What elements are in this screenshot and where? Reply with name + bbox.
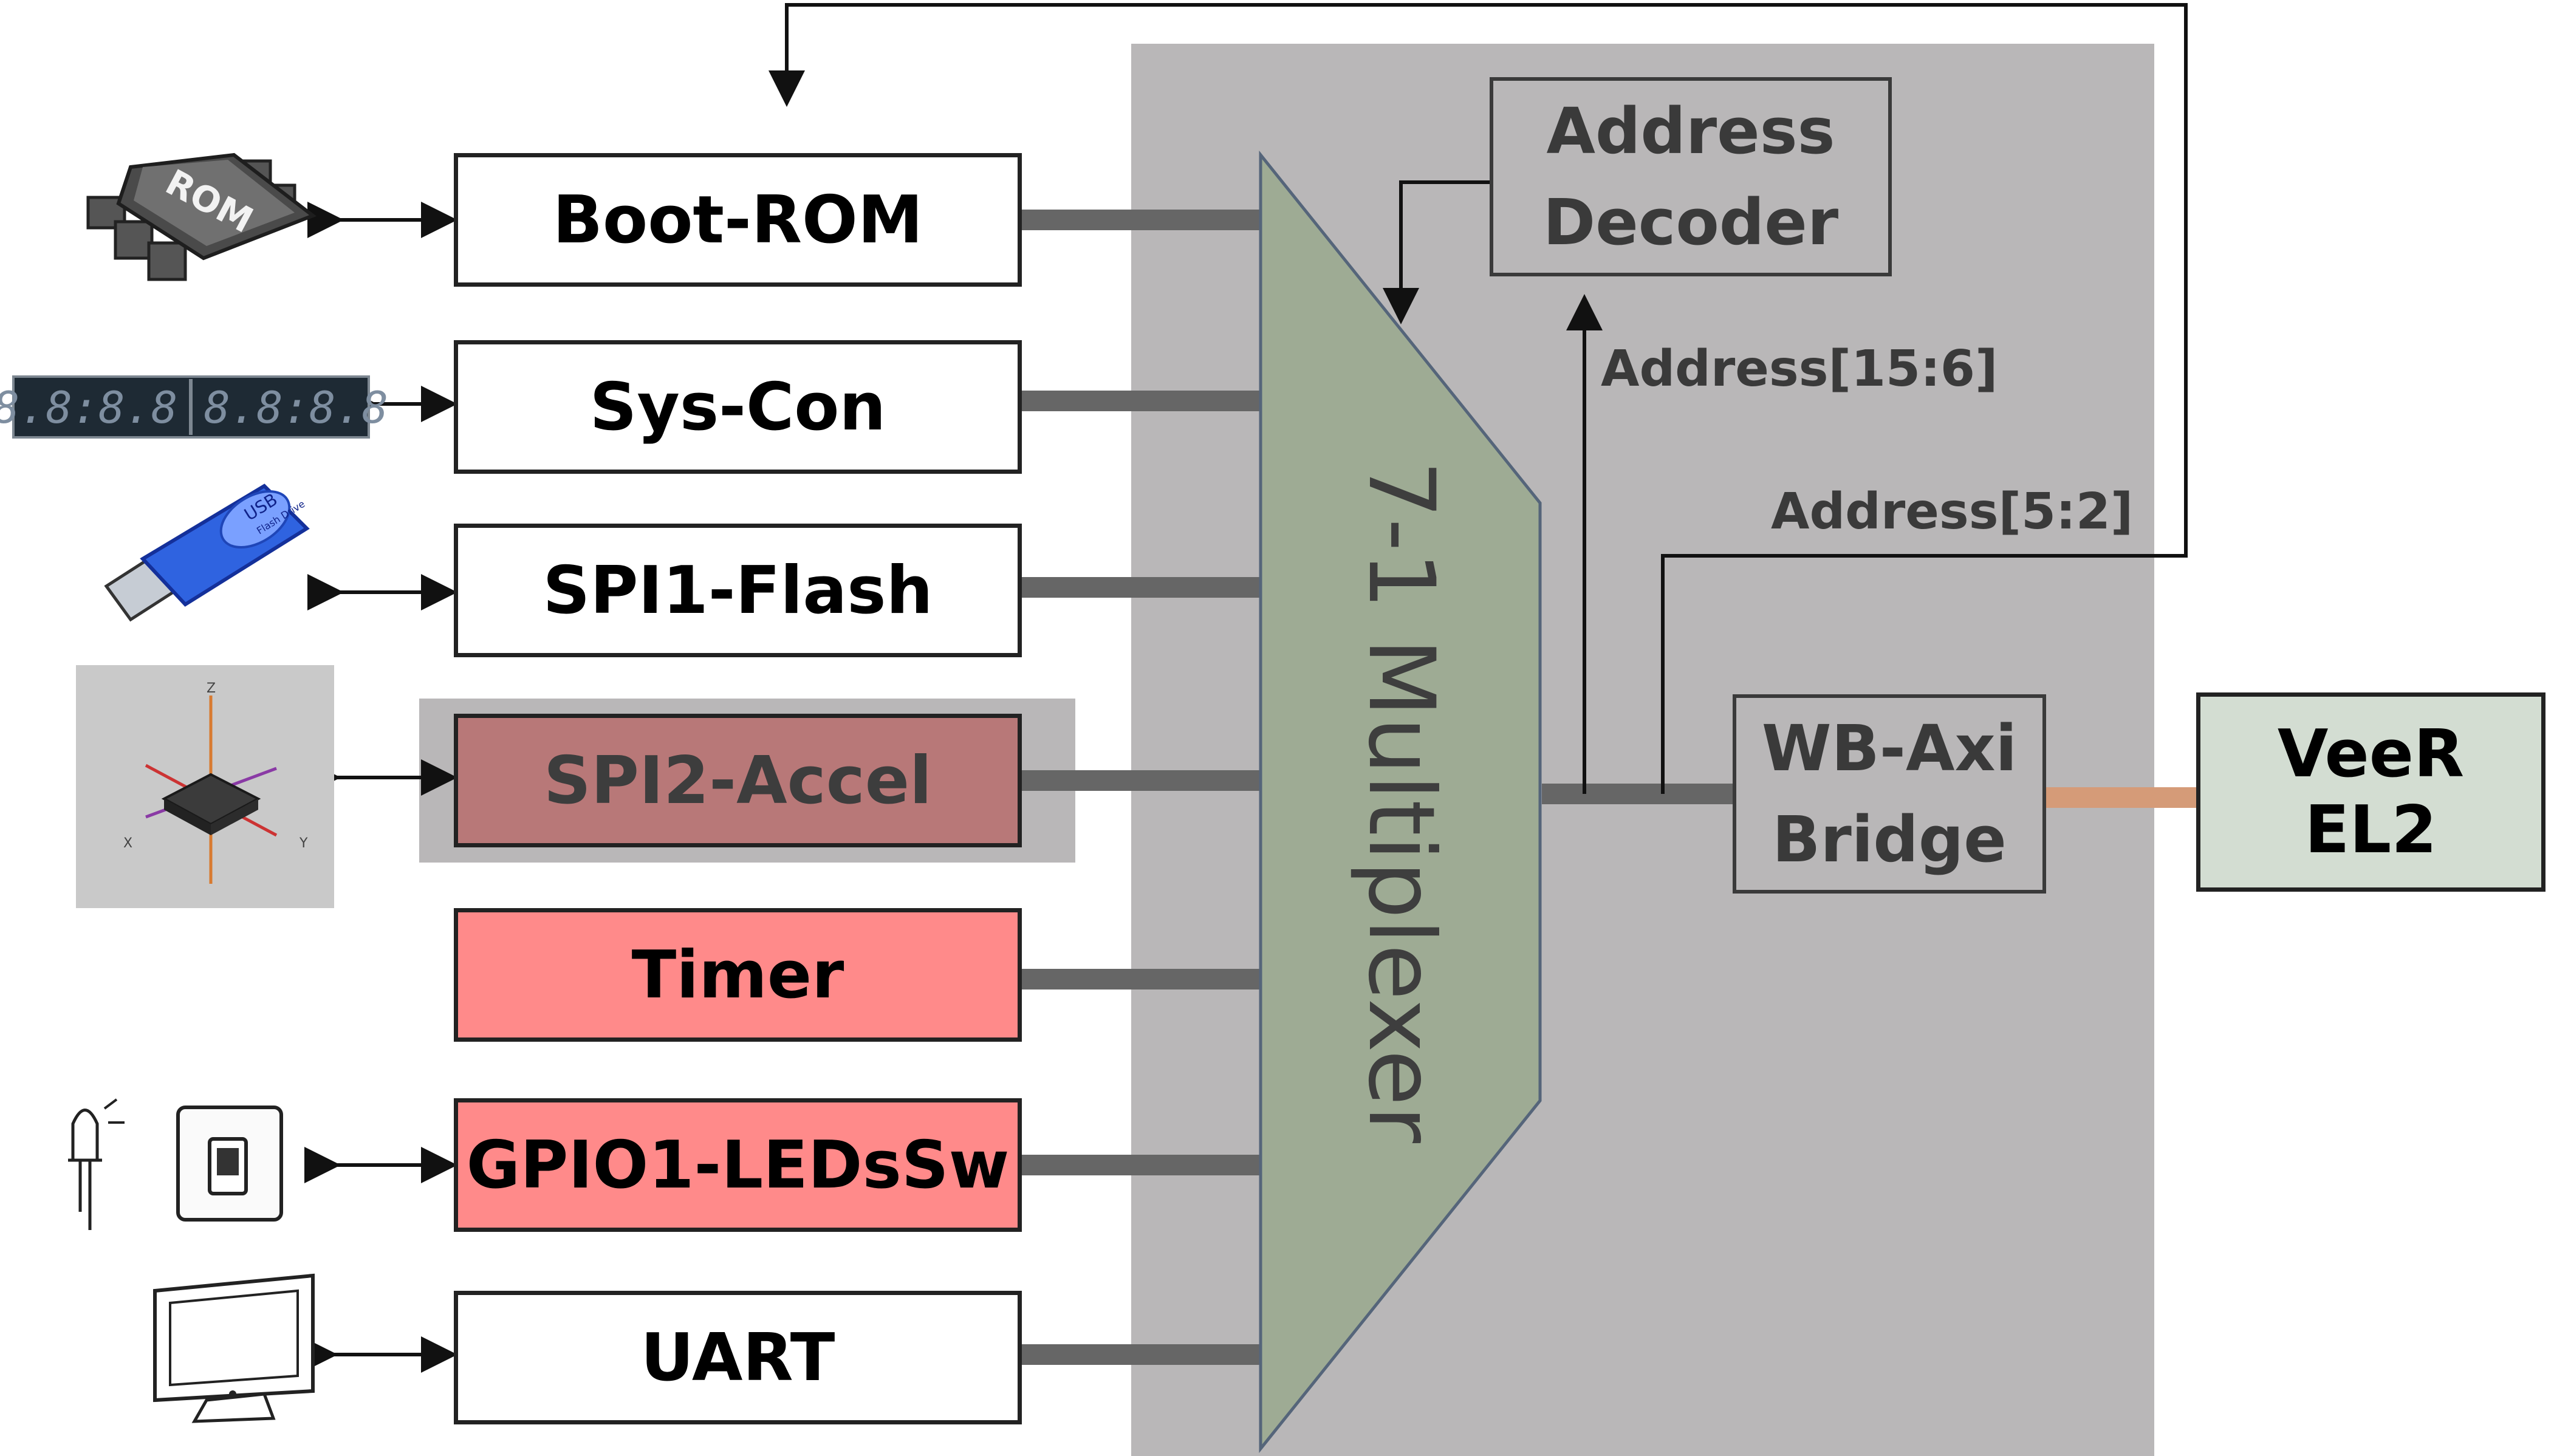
gpio1-ledssw-block: GPIO1-LEDsSw xyxy=(454,1098,1022,1232)
decoder-line1: Address xyxy=(1546,94,1835,168)
led-dome xyxy=(71,1109,99,1162)
boot-rom-block: Boot-ROM xyxy=(454,153,1022,287)
uart-label: UART xyxy=(640,1319,835,1396)
rom-chip-top xyxy=(134,160,295,246)
monitor-icon xyxy=(153,1273,315,1423)
chip-side-right xyxy=(211,799,258,835)
peripheral-bus-lines xyxy=(1022,210,1733,1365)
spi2-accel-block: SPI2-Accel xyxy=(454,714,1022,847)
timer-label: Timer xyxy=(631,937,844,1013)
accelerometer-icon: Z X Y xyxy=(123,681,308,884)
addr-low-label: Address[5:2] xyxy=(1771,483,2134,541)
monitor-screen xyxy=(169,1289,299,1387)
multiplexer-label: 7-1 Multiplexer xyxy=(1348,460,1454,1143)
led-ray-1 xyxy=(103,1098,118,1110)
axis-z-label: Z xyxy=(207,681,216,696)
spi2-accel-label: SPI2-Accel xyxy=(544,742,932,819)
axis-y-label: Y xyxy=(299,836,308,851)
rom-pin-3 xyxy=(147,241,187,281)
monitor-button xyxy=(229,1390,236,1398)
switch-lever xyxy=(217,1148,239,1175)
decoder-line2: Decoder xyxy=(1542,185,1839,259)
axis-x-label: X xyxy=(123,836,132,851)
usb-window xyxy=(219,490,291,549)
spi1-flash-label: SPI1-Flash xyxy=(543,552,933,629)
chip-side xyxy=(164,799,211,835)
spi1-flash-block: SPI1-Flash xyxy=(454,524,1022,657)
usb-flash-drive-icon: USB Flash Drive xyxy=(104,484,310,622)
veer-el2-core-block: VeeR EL2 xyxy=(2196,692,2545,892)
uart-block: UART xyxy=(454,1291,1022,1424)
addr-low-line xyxy=(769,3,2188,794)
display-digits: 8.8:8.8 8.8:8.8 xyxy=(0,382,388,433)
device-arrows xyxy=(301,202,457,1373)
seven-segment-display-icon: 8.8:8.8 8.8:8.8 xyxy=(0,375,388,439)
rom-chip-icon: ROM xyxy=(86,152,317,281)
bridge-line1: WB-Axi xyxy=(1761,711,2018,785)
addr-high-label: Address[15:6] xyxy=(1601,340,1998,398)
timer-block: Timer xyxy=(454,908,1022,1042)
veer-el2-label: VeeR EL2 xyxy=(2277,716,2465,868)
monitor-stand xyxy=(191,1392,276,1423)
decoder-select-line xyxy=(1383,180,1490,324)
boot-rom-label: Boot-ROM xyxy=(552,182,923,258)
address-decoder-block: Address Decoder xyxy=(1490,77,1892,276)
sys-con-block: Sys-Con xyxy=(454,340,1022,474)
multiplexer-shape xyxy=(1259,150,1542,1454)
led-icon xyxy=(68,1098,125,1230)
gpio1-ledssw-label: GPIO1-LEDsSw xyxy=(466,1127,1010,1203)
accelerometer-icon-panel: Z X Y xyxy=(76,665,334,908)
sys-con-label: Sys-Con xyxy=(589,369,886,445)
rom-pin-2 xyxy=(114,220,154,260)
bridge-line2: Bridge xyxy=(1772,802,2007,877)
switch-icon xyxy=(176,1106,283,1222)
wb-axi-bridge-block: WB-Axi Bridge xyxy=(1733,694,2046,894)
